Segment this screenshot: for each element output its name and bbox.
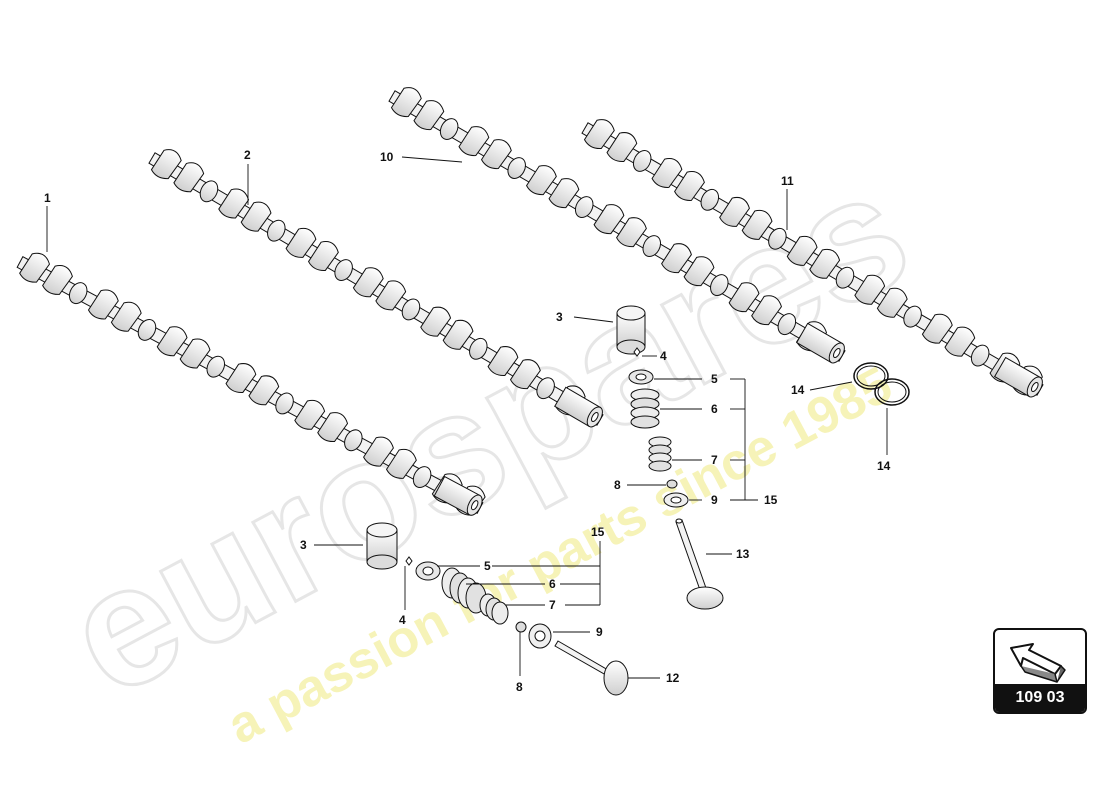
camshafts (16, 83, 1046, 520)
label-1: 1 (44, 191, 51, 205)
valve-assembly-lower (366, 522, 629, 696)
spring-retainer-upper (628, 369, 654, 385)
label-8b: 8 (516, 680, 523, 694)
exhaust-valve-upper (675, 518, 724, 610)
label-9b: 9 (596, 625, 603, 639)
label-12: 12 (666, 671, 680, 685)
label-13: 13 (736, 547, 750, 561)
label-11: 11 (781, 174, 794, 188)
outer-spring-lower (441, 567, 487, 614)
label-4a: 4 (660, 349, 667, 363)
label-9a: 9 (711, 493, 718, 507)
camshaft-1 (16, 248, 489, 520)
spring-seat-upper (663, 492, 689, 508)
sealing-rings (853, 362, 910, 406)
outer-spring-upper (630, 388, 660, 429)
inner-spring-upper (648, 436, 672, 472)
callout-labels: 1 2 10 11 3 4 5 6 7 8 9 15 13 14 14 3 4 … (44, 148, 891, 694)
leader-lines (46, 156, 888, 679)
label-6b: 6 (549, 577, 556, 591)
valve-seal-lower (515, 621, 527, 633)
arrow-icon (1010, 643, 1066, 683)
tappet-lower (366, 522, 398, 570)
tappet-upper (616, 305, 646, 355)
label-5a: 5 (711, 372, 718, 386)
camshaft-2 (148, 145, 604, 428)
label-3b: 3 (300, 538, 307, 552)
reference-box: 109 03 (993, 628, 1087, 714)
label-15b: 15 (591, 525, 605, 539)
intake-valve-lower (554, 640, 629, 696)
camshaft-10 (388, 83, 846, 364)
label-2: 2 (244, 148, 251, 162)
valve-seal-upper (666, 479, 678, 489)
inner-spring-lower (479, 593, 509, 625)
label-7a: 7 (711, 453, 718, 467)
label-10: 10 (380, 150, 394, 164)
label-7b: 7 (549, 598, 556, 612)
camshaft-11 (581, 115, 1046, 400)
label-14b: 14 (877, 459, 891, 473)
label-6a: 6 (711, 402, 718, 416)
label-5b: 5 (484, 559, 491, 573)
label-14a: 14 (791, 383, 805, 397)
valve-assembly-upper (616, 305, 724, 610)
watermark: eurospares a passion for parts since 198… (37, 133, 938, 755)
label-15a: 15 (764, 493, 778, 507)
label-3a: 3 (556, 310, 563, 324)
spring-seat-lower (528, 623, 552, 649)
label-4b: 4 (399, 613, 406, 627)
collet-upper (633, 347, 641, 357)
label-8a: 8 (614, 478, 621, 492)
spring-retainer-lower (415, 561, 441, 581)
collet-lower (405, 556, 413, 566)
reference-code: 109 03 (995, 684, 1085, 712)
